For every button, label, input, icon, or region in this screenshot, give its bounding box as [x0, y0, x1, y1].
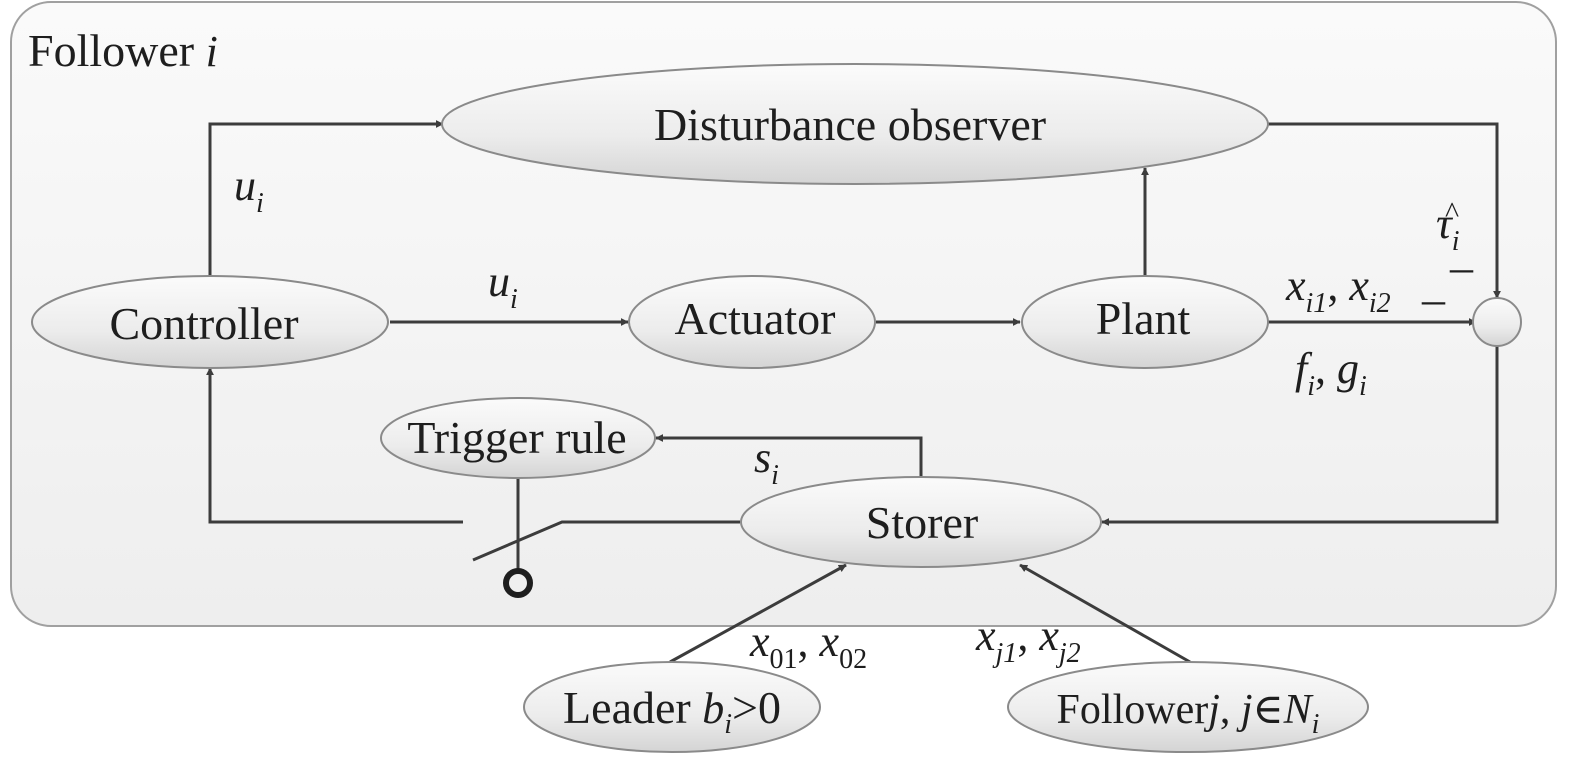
leader-node: Leader bi>0 — [523, 661, 821, 753]
disturbance-observer-label: Disturbance observer — [654, 99, 1046, 150]
sum-node — [1472, 297, 1522, 347]
leader-label: Leader bi>0 — [563, 682, 781, 740]
u-mid-label: ui — [488, 257, 518, 315]
disturbance-observer-node: Disturbance observer — [441, 63, 1269, 185]
controller-node: Controller — [31, 275, 389, 369]
storer-node: Storer — [740, 476, 1102, 568]
controller-label: Controller — [109, 298, 298, 349]
observer-to-sum-wire — [1268, 122, 1501, 299]
neighbor-to-storer-wire — [1019, 563, 1191, 664]
plant-output-label: xi1, xi2 — [1285, 261, 1391, 319]
switch-to-controller-wire — [206, 367, 463, 524]
trigger-rule-label: Trigger rule — [407, 412, 626, 463]
svg-text:xi1, xi2: xi1, xi2 — [1285, 261, 1391, 319]
trigger-rule-node: Trigger rule — [380, 397, 656, 479]
switch-pivot — [503, 568, 533, 598]
storer-label: Storer — [866, 497, 978, 548]
u-top-label: ui — [234, 161, 264, 219]
follower-j-label: Followerj, j∈Ni — [1057, 687, 1320, 740]
storer-to-switch-wire — [472, 520, 740, 562]
controller-to-observer-wire — [208, 120, 444, 278]
follower-j-node: Followerj, j∈Ni — [1007, 661, 1369, 753]
tau-hat-label: τi ^ — [1436, 196, 1460, 257]
actuator-label: Actuator — [675, 293, 836, 344]
minus-sign-top: – — [1449, 241, 1474, 292]
svg-text:τi: τi — [1436, 199, 1460, 257]
sum-to-storer-wire — [1101, 345, 1499, 526]
storer-to-trigger-wire — [655, 434, 923, 478]
leader-state-label: x01, x02 — [749, 617, 867, 675]
leader-to-storer-wire — [669, 563, 847, 664]
plant-label: Plant — [1096, 293, 1191, 344]
minus-sign-bottom: – — [1421, 273, 1446, 324]
neighbor-state-label: xj1, xj2 — [975, 611, 1081, 669]
actuator-node: Actuator — [628, 275, 876, 369]
s-label: si — [754, 433, 779, 491]
svg-text:^: ^ — [1445, 196, 1459, 229]
frame-title: Follower i — [28, 25, 218, 76]
plant-node: Plant — [1021, 275, 1269, 369]
wires — [206, 120, 1501, 664]
